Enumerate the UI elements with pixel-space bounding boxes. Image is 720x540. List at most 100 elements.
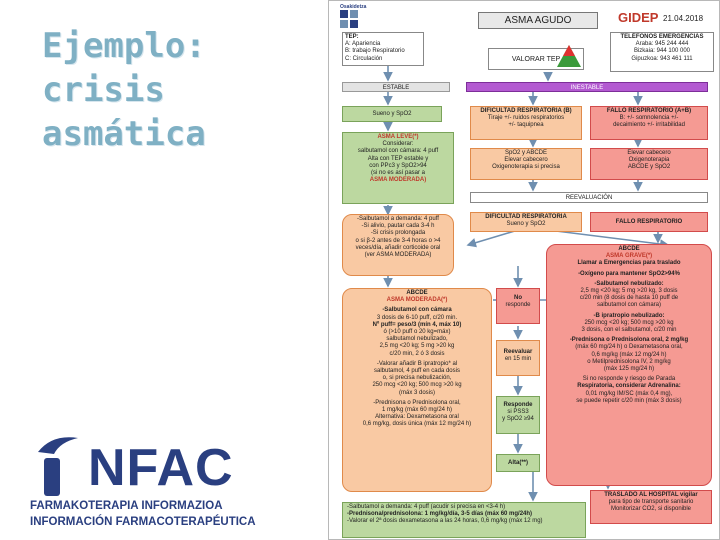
- grave-line-13: (máx 60 mg/24 h) o Dexametasona oral,: [575, 344, 683, 351]
- mod-line-9: c/20 min, 2 ó 3 dosis: [389, 350, 445, 357]
- asma-grave-box: ABCDE ASMA GRAVE(*) Llamar a Emergencias…: [546, 244, 712, 486]
- reevaluar-line-1: Reevaluar: [503, 349, 533, 355]
- mod-line-8: 2,5 mg <20 kg; 5 mg >20 kg: [379, 343, 455, 350]
- grave-line-20: se puede repetir c/20 min (máx 3 dosis): [576, 397, 682, 404]
- spo2-box: SpO2 y ABCDE Elevar cabecero Oxigenotera…: [470, 148, 582, 180]
- dificultad-line-1: Tiraje +/- ruidos respiratorios: [487, 115, 565, 122]
- dificultad2-title: DIFICULTAD RESPIRATORIA: [485, 214, 567, 220]
- infac-subtitle-es: INFORMACIÓN FARMACOTERAPÉUTICA: [30, 516, 256, 528]
- salb-line-4: o si β-2 antes de 3-4 horas o >4: [355, 237, 441, 244]
- alta-tratamiento-box: -Salbutamol a demanda: 4 puff (acudir si…: [342, 502, 586, 538]
- no-responde-box: No responde: [496, 288, 540, 324]
- elevar-box: Elevar cabecero Oxigenoterapia ABCDE y S…: [590, 148, 708, 180]
- spo2-line-1: SpO2 y ABCDE: [504, 150, 548, 156]
- salb-line-1: -Salbutamol a demanda: 4 puff: [357, 216, 439, 222]
- slide-title-line-3: asmática: [42, 114, 206, 154]
- dificultad-box: DIFICULTAD RESPIRATORIA (B) Tiraje +/- r…: [470, 106, 582, 140]
- traslado-hospital-box: TRASLADO AL HOSPITAL vigilar para tipo d…: [590, 490, 712, 524]
- elevar-line-3: ABCDE y SpO2: [627, 164, 671, 171]
- tep-triangle-icon: [557, 45, 581, 67]
- no-responde-line-2: responde: [505, 302, 531, 309]
- spo2-line-2: Elevar cabecero: [504, 157, 548, 164]
- traslado-line-1: TRASLADO AL HOSPITAL vigilar: [604, 492, 698, 498]
- responde-line-2: si PSS3: [507, 409, 529, 416]
- alta-label: Alta(**): [507, 460, 528, 466]
- estable-label: ESTABLE: [382, 85, 410, 91]
- mod-line-6: ó (>10 puff o 20 kg=máx): [383, 329, 451, 336]
- mod-line-7: salbutamol nebulizado,: [386, 336, 448, 343]
- infac-wordmark: NFAC: [88, 439, 234, 497]
- mod-line-17: Alternativa: Dexametasona oral: [375, 414, 459, 421]
- slide-title: Ejemplo: crisis asmática: [42, 24, 312, 156]
- bottom-line-3: -Valorar el 2ª dosis dexametasona a las …: [347, 518, 543, 525]
- phones-title: TELÉFONOS EMERGENCIAS: [620, 34, 704, 40]
- asma-leve-line-5: (si no es así pasar a: [370, 170, 426, 177]
- grave-line-19: 0,01 mg/kg IM/SC (máx 0,4 mg),: [585, 390, 673, 397]
- bottom-line-1: -Salbutamol a demanda: 4 puff (acudir si…: [347, 504, 506, 510]
- salb-line-2: -Si alivio, pautar cada 3-4 h: [361, 223, 435, 230]
- inestable-label: INESTABLE: [570, 85, 604, 91]
- mod-line-15: -Prednisona o Prednisolona oral,: [373, 399, 461, 406]
- phone-gipuzkoa: Gipuzkoa: 943 461 111: [631, 55, 693, 62]
- reevaluar-line-2: en 15 min: [504, 356, 532, 363]
- dificultad2-line-1: Sueno y SpO2: [506, 221, 546, 228]
- mod-line-18: 0,6 mg/kg, dosis única (máx 12 mg/24 h): [362, 421, 472, 428]
- infac-i-icon: [38, 437, 78, 496]
- grave-line-1: ABCDE: [618, 246, 640, 252]
- infac-subtitle-eu: FARMAKOTERAPIA INFORMAZIOA: [30, 500, 223, 512]
- salbutamol-demanda-box: -Salbutamol a demanda: 4 puff -Si alivio…: [342, 214, 454, 276]
- dificultad-line-2: +/- taquipnea: [508, 122, 544, 129]
- asma-leve-line-6: ASMA MODERADA): [369, 177, 427, 184]
- flowchart-date: 21.04.2018: [663, 14, 704, 23]
- salb-line-3: -Si crisis prolongada: [370, 230, 426, 237]
- spo2-line-3: Oxigenoterapia si precisa: [492, 164, 560, 171]
- elevar-line-1: Elevar cabecero: [627, 150, 671, 156]
- fallo2-box: FALLO RESPIRATORIO: [590, 212, 708, 232]
- fallo-title: FALLO RESPIRATORIO (A+B): [606, 108, 692, 114]
- elevar-line-2: Oxigenoterapia: [628, 157, 670, 164]
- grave-line-18: Respiratoria, considerar Adrenalina:: [577, 383, 681, 390]
- traslado-line-2: para tipo de transporte sanitario: [608, 499, 694, 506]
- mod-line-10: -Valorar añadir B ipratropio* al: [376, 360, 458, 367]
- grave-line-11: 3 dosis, con el salbutamol, c/20 min: [581, 327, 677, 334]
- responde-box: Responde si PSS3 y SpO2 ≥94: [496, 396, 540, 434]
- flowchart-title: ASMA AGUDO: [478, 12, 598, 29]
- dificultad2-box: DIFICULTAD RESPIRATORIA Sueno y SpO2: [470, 212, 582, 232]
- mod-line-13: 250 mcg <20 kg; 500 mcg >20 kg: [372, 382, 462, 389]
- osakidetza-logo: Osakidetza: [340, 4, 367, 10]
- mod-line-16: 1 mg/kg (máx 60 mg/24 h): [381, 407, 453, 414]
- emergency-phones-box: TELÉFONOS EMERGENCIAS Araba: 945 244 444…: [610, 32, 714, 72]
- asma-leve-line-4: con PPc3 y SpO2>94: [369, 162, 427, 169]
- phone-araba: Araba: 945 244 444: [635, 41, 689, 48]
- mod-line-12: o, si precisa nebulización,: [382, 375, 452, 382]
- gidep-logo: GIDEP: [618, 10, 659, 25]
- infac-logo: NFAC FARMAKOTERAPIA INFORMAZIOA INFORMAC…: [30, 430, 320, 530]
- responde-line-1: Responde: [503, 402, 533, 408]
- estable-box: ESTABLE: [342, 82, 450, 92]
- tep-b: B: trabajo Respiratorio: [345, 48, 405, 55]
- grave-line-6: 2,5 mg <20 kg; 5 mg >20 kg, 3 dosis: [580, 288, 678, 295]
- mod-line-5: Nº puff= peso/3 (mín 4, máx 10): [372, 321, 462, 328]
- responde-line-3: y SpO2 ≥94: [502, 416, 534, 423]
- phone-bizkaia: Bizkaia: 944 100 000: [633, 48, 691, 55]
- fallo2-title: FALLO RESPIRATORIO: [615, 219, 683, 225]
- asma-leve-line-1: Considerar:: [382, 141, 414, 148]
- asma-leve-box: ASMA LEVE(*) Considerar: salbutamol con …: [342, 132, 454, 204]
- grave-line-16: (máx 125 mg/24 h): [603, 366, 655, 373]
- grave-line-12: -Prednisona o Prednisolona oral, 2 mg/kg: [569, 337, 689, 344]
- grave-line-14: 0,6 mg/kg (máx 12 mg/24 h): [591, 351, 667, 358]
- bottom-line-2: -Prednisona/prednisolona: 1 mg/kg/día, 3…: [347, 511, 533, 518]
- sueno-box: Sueno y SpO2: [342, 106, 442, 122]
- grave-line-5: -Salbutamol nebulizado:: [594, 280, 664, 287]
- slide-title-line-2: crisis: [42, 70, 165, 110]
- mod-line-4: 3 dosis de 6-10 puff, c/20 min.: [376, 314, 458, 321]
- fallo-box: FALLO RESPIRATORIO (A+B) B: +/- somnolen…: [590, 106, 708, 140]
- slide-title-line-1: Ejemplo:: [42, 26, 206, 66]
- no-responde-line-1: No: [514, 295, 522, 301]
- grave-line-17: Si no responde y riesgo de Parada: [582, 376, 676, 383]
- grave-line-8: salbutamol con cámara): [596, 302, 662, 309]
- fallo-line-2: decaimiento +/- irritabilidad: [613, 122, 685, 129]
- alta-box: Alta(**): [496, 454, 540, 472]
- salb-line-5: veces/día, añadir corticoide oral: [355, 244, 441, 251]
- grave-line-15: o Metilprednisolona IV, 2 mg/kg: [587, 358, 671, 365]
